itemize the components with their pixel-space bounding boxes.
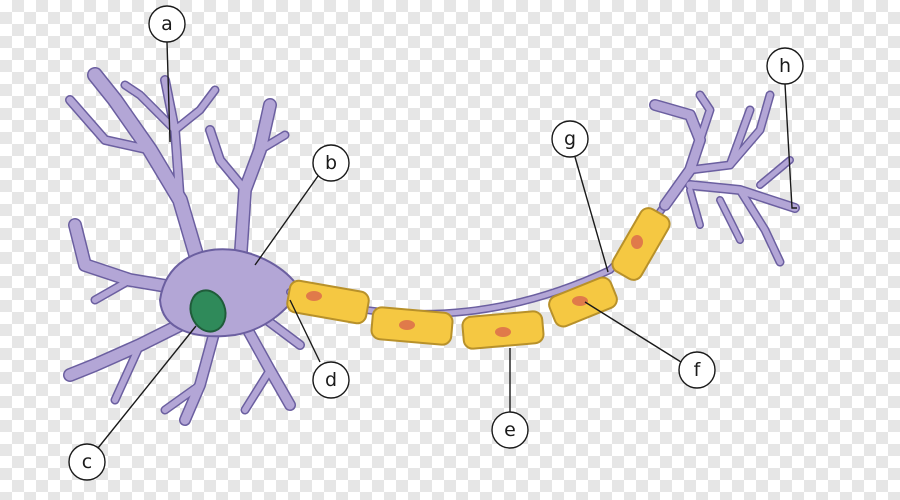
callout-d: d: [289, 299, 350, 399]
nucleus: [189, 289, 227, 333]
callout-h: h: [766, 47, 804, 209]
callout-label-a: a: [161, 13, 173, 35]
schwann-nucleus: [572, 296, 588, 306]
callout-circle: [68, 443, 106, 481]
callout-b: b: [254, 144, 350, 266]
dendrites: [63, 67, 305, 426]
callout-circle: [312, 361, 350, 399]
callout-circle: [312, 144, 350, 182]
schwann-nucleus: [495, 327, 511, 337]
callout-label-e: e: [504, 419, 516, 441]
schwann-nucleus: [631, 235, 643, 249]
callout-circle: [148, 5, 186, 43]
callout-circle: [491, 411, 529, 449]
schwann-nucleus: [399, 320, 415, 330]
callout-f: f: [584, 301, 716, 389]
axon-terminals: [649, 90, 800, 267]
callout-a: a: [148, 5, 186, 143]
callout-circle: [766, 47, 804, 85]
callout-label-f: f: [694, 359, 702, 381]
callout-label-d: d: [325, 369, 337, 391]
schwann-nucleus: [306, 291, 322, 301]
callout-c: c: [68, 325, 197, 481]
callout-circle: [678, 351, 716, 389]
myelin-sheath: [286, 207, 671, 350]
callout-label-b: b: [325, 152, 337, 174]
myelin-segment: [286, 279, 370, 325]
callout-e: e: [491, 348, 529, 449]
callout-label-h: h: [779, 55, 791, 77]
schwann-cell-nuclei: [306, 235, 643, 337]
callout-label-g: g: [564, 128, 576, 150]
callout-label-c: c: [82, 451, 92, 473]
callout-circle: [551, 120, 589, 158]
callout-g: g: [551, 120, 609, 273]
